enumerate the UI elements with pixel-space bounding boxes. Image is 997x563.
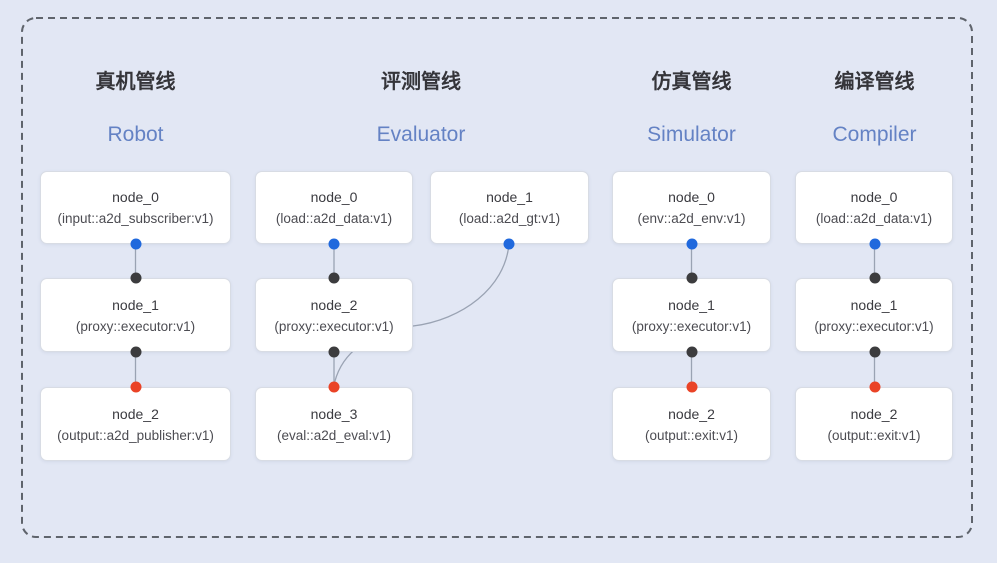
node-name: node_1 xyxy=(112,296,159,313)
node-name: node_1 xyxy=(486,189,533,205)
node-type: (proxy::executor:v1) xyxy=(75,318,196,334)
port-dot-source xyxy=(686,238,697,250)
port-dot-sink xyxy=(328,381,340,393)
node-box-robot-node1: node_1 (proxy::executor:v1) xyxy=(40,278,231,352)
connector-evaluator-n1-n3-curve xyxy=(333,243,510,386)
port-dot-source xyxy=(503,238,515,250)
pipeline-title-en-evaluator: Evaluator xyxy=(376,123,466,146)
node-box-compiler-node1: node_1 (proxy::executor:v1) xyxy=(795,278,953,352)
port-dot-output xyxy=(130,346,141,358)
node-box-simulator-node0: node_0 (env::a2d_env:v1) xyxy=(612,171,771,244)
node-type: (env::a2d_env:v1) xyxy=(637,211,746,226)
node-box-evaluator-node3: node_3 (eval::a2d_eval:v1) xyxy=(255,387,413,461)
node-name: node_1 xyxy=(668,296,715,313)
pipeline-title-en-simulator: Simulator xyxy=(647,123,736,146)
node-type: (output::a2d_publisher:v1) xyxy=(57,427,214,443)
port-dot-sink xyxy=(869,381,880,393)
node-name: node_2 xyxy=(850,405,898,422)
port-dot-input xyxy=(869,272,880,284)
node-box-simulator-node1: node_1 (proxy::executor:v1) xyxy=(612,278,771,352)
port-dot-source xyxy=(130,238,141,250)
node-name: node_0 xyxy=(850,189,898,205)
node-name: node_0 xyxy=(668,189,715,205)
node-box-compiler-node2: node_2 (output::exit:v1) xyxy=(795,387,953,461)
port-dot-sink xyxy=(686,381,697,393)
port-dot-source xyxy=(869,238,880,250)
node-type: (load::a2d_data:v1) xyxy=(815,211,933,226)
port-dot-input xyxy=(130,272,141,284)
port-dot-input xyxy=(686,272,697,284)
node-box-evaluator-node0: node_0 (load::a2d_data:v1) xyxy=(255,171,413,244)
port-dot-input xyxy=(328,272,340,284)
node-box-robot-node0: node_0 (input::a2d_subscriber:v1) xyxy=(40,171,231,244)
node-name: node_2 xyxy=(112,405,159,422)
port-dot-output xyxy=(686,346,697,358)
node-name: node_0 xyxy=(310,189,358,205)
node-type: (load::a2d_gt:v1) xyxy=(458,211,561,226)
node-type: (proxy::executor:v1) xyxy=(631,318,752,334)
node-type: (output::exit:v1) xyxy=(827,427,921,443)
node-name: node_2 xyxy=(668,405,715,422)
node-name: node_0 xyxy=(112,189,159,205)
node-type: (input::a2d_subscriber:v1) xyxy=(57,211,214,226)
port-dot-source xyxy=(328,238,340,250)
pipeline-title-en-robot: Robot xyxy=(107,123,164,146)
node-type: (output::exit:v1) xyxy=(644,427,739,443)
pipeline-title-en-compiler: Compiler xyxy=(832,123,917,146)
pipeline-title-zh-compiler: 编译管线 xyxy=(834,71,915,93)
node-box-compiler-node0: node_0 (load::a2d_data:v1) xyxy=(795,171,953,244)
node-type: (proxy::executor:v1) xyxy=(814,318,934,334)
node-type: (eval::a2d_eval:v1) xyxy=(276,427,392,443)
node-type: (load::a2d_data:v1) xyxy=(275,211,393,226)
node-box-evaluator-node1: node_1 (load::a2d_gt:v1) xyxy=(430,171,589,244)
port-dot-output xyxy=(869,346,880,358)
node-box-simulator-node2: node_2 (output::exit:v1) xyxy=(612,387,771,461)
dashed-frame-border xyxy=(21,17,973,538)
port-dot-sink xyxy=(130,381,141,393)
pipeline-title-zh-evaluator: 评测管线 xyxy=(381,71,461,93)
node-box-evaluator-node2: node_2 (proxy::executor:v1) xyxy=(255,278,413,352)
node-name: node_1 xyxy=(850,296,898,313)
pipeline-title-zh-robot: 真机管线 xyxy=(95,71,176,93)
node-box-robot-node2: node_2 (output::a2d_publisher:v1) xyxy=(40,387,231,461)
port-dot-output xyxy=(328,346,340,358)
node-name: node_3 xyxy=(310,405,358,422)
node-type: (proxy::executor:v1) xyxy=(274,318,394,334)
node-name: node_2 xyxy=(310,296,358,313)
pipeline-title-zh-simulator: 仿真管线 xyxy=(651,71,732,93)
